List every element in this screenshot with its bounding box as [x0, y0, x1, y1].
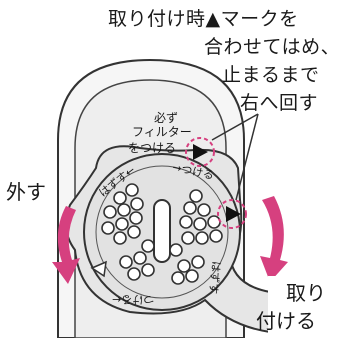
- instruction-line-2: 合わせてはめ、: [204, 36, 341, 58]
- filter-holes: [101, 183, 223, 285]
- leader-line: [211, 113, 259, 201]
- center-slot: [153, 199, 171, 263]
- attach-label-line-2: 付ける: [256, 309, 316, 333]
- instruction-line-4: 右へ回す: [240, 92, 319, 114]
- cap-triangle-mark-side: [226, 206, 241, 222]
- remove-arrow: [52, 206, 80, 284]
- instruction-line-1: 取り付け時▲マークを: [108, 8, 299, 30]
- dashed-highlight-top: [185, 137, 215, 167]
- cap-text-must: 必ず: [154, 111, 179, 125]
- cap-text-hazusu-right: はずす: [206, 260, 223, 295]
- cap-text-filter-1: フィルター: [132, 125, 192, 139]
- filter-cap-inner-ring: [95, 165, 229, 299]
- instruction-line-3: 止まるまで: [222, 64, 320, 86]
- attach-arrow: [260, 196, 288, 282]
- dashed-highlight-side: [217, 199, 247, 229]
- attach-label-line-1: 取り: [286, 281, 326, 305]
- remove-label: 外す: [6, 180, 46, 204]
- cap-text-tsukeru-bottom: つける←: [112, 293, 155, 306]
- disc-triangle-mark: [90, 260, 107, 278]
- cap-text-filter-2: をつける: [128, 141, 177, 155]
- attach-label-bg: [268, 276, 350, 338]
- cap-triangle-mark-top: [193, 144, 208, 160]
